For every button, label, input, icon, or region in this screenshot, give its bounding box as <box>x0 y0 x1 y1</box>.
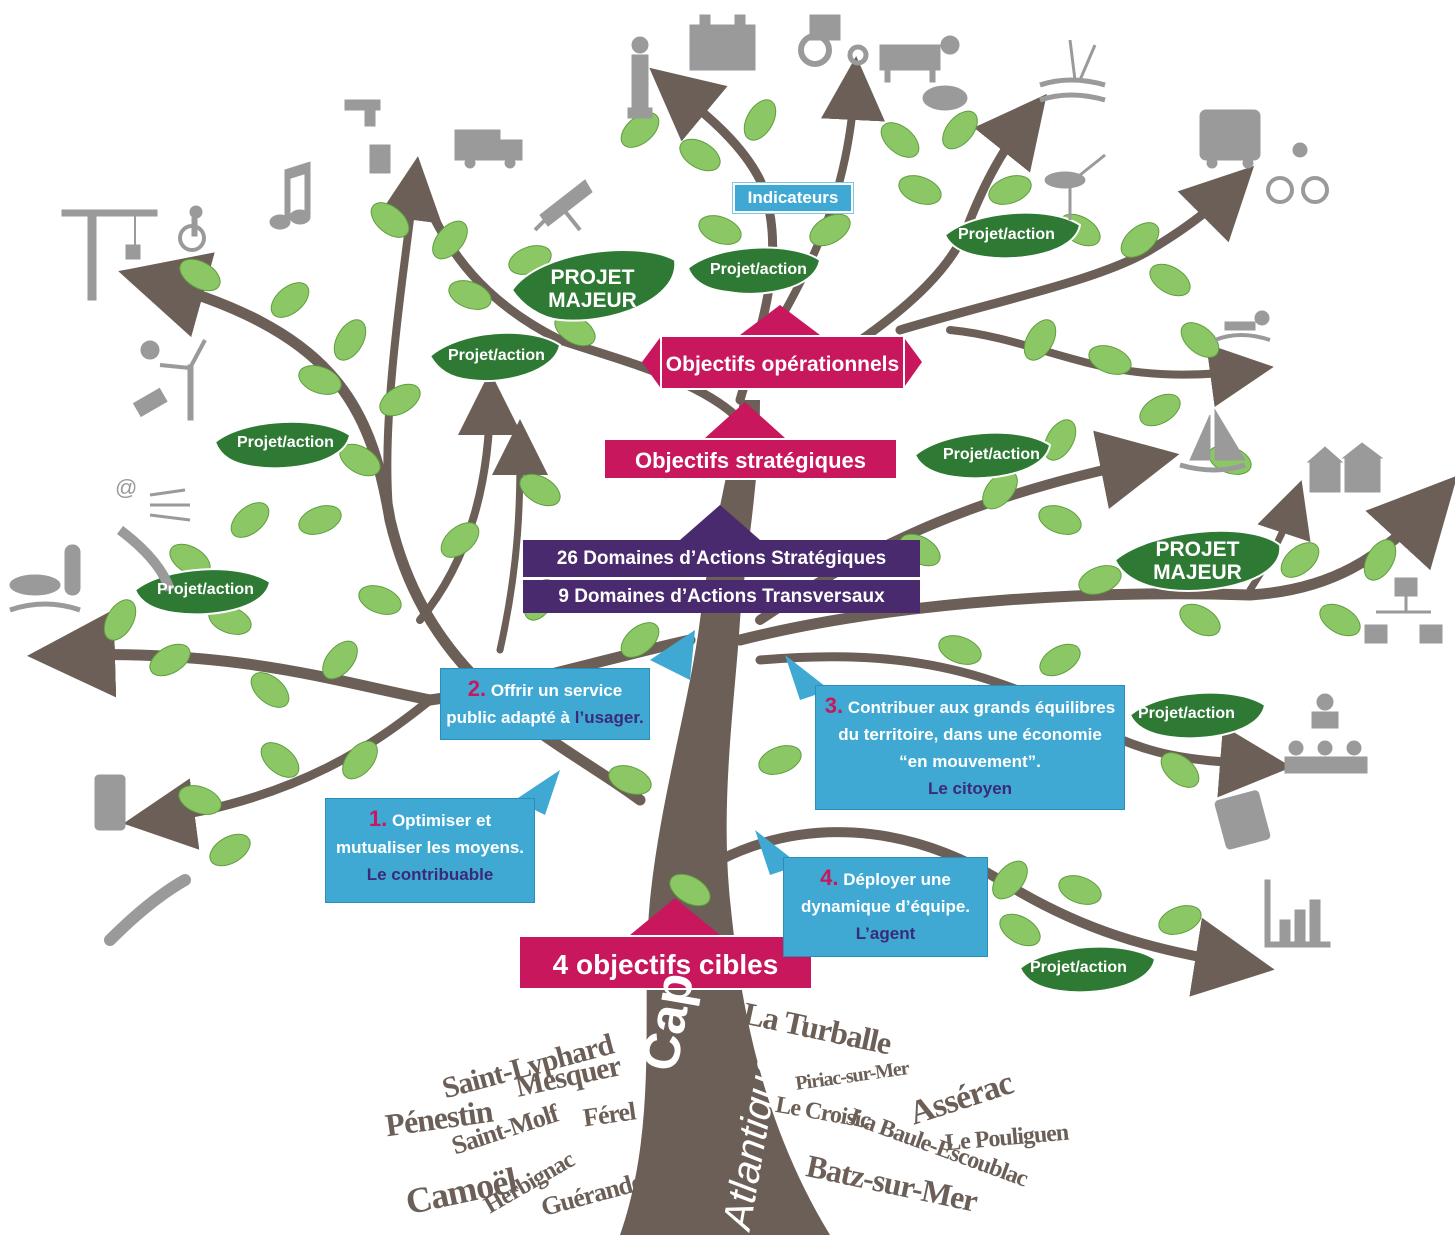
projet-majeur-line2: MAJEUR <box>1153 561 1242 584</box>
indicateurs-banner: Indicateurs <box>733 183 853 213</box>
arrow-domaines <box>680 505 760 540</box>
trunk <box>620 400 830 1235</box>
statue-icon <box>627 36 653 119</box>
projet-majeur-line1: PROJET <box>550 266 635 289</box>
projet-action-label: Projet/action <box>1030 959 1127 976</box>
wheelchair-icon <box>178 205 206 252</box>
icons: @ <box>9 14 1443 948</box>
arrow-operationnels-right <box>902 335 922 390</box>
objective-2-line1: Offrir un service <box>490 681 623 700</box>
cow-icon <box>879 35 960 83</box>
objective-3-line3: “en mouvement”. <box>899 752 1041 771</box>
domaines-strategiques-banner: 26 Domaines d’Actions Stratégiques <box>523 540 920 577</box>
projet-majeur-label-left: PROJET MAJEUR <box>540 266 645 312</box>
shell-icon <box>922 85 968 111</box>
objective-3-number: 3. <box>824 693 844 718</box>
sailboat-icon <box>1179 408 1246 473</box>
objective-1-number: 1. <box>368 806 388 831</box>
arrow-operationnels-left <box>642 335 662 390</box>
org-chart-icon <box>1284 693 1368 774</box>
projet-majeur-label-right: PROJET MAJEUR <box>1145 538 1250 584</box>
arrow-obj-2 <box>650 630 695 680</box>
objective-2-line2: public adapté à <box>446 708 575 727</box>
objective-1-target: Le contribuable <box>366 865 494 884</box>
castle-icon <box>689 14 756 71</box>
objectifs-operationnels-banner: Objectifs opérationnels <box>660 335 905 390</box>
objective-1-line2: mutualiser les moyens. <box>335 838 525 857</box>
objective-4-line2: dynamique d’équipe. <box>800 897 971 916</box>
projet-majeur-line1: PROJET <box>1155 538 1240 561</box>
objective-3-line2: du territoire, dans une économie <box>838 725 1102 744</box>
objective-3-target: Le citoyen <box>927 779 1013 798</box>
arrow-cibles <box>630 898 720 935</box>
test-tube-icon <box>9 544 81 613</box>
fiber-optic-icon: @ <box>115 475 191 592</box>
houses-icon <box>1306 442 1384 493</box>
objective-3-box: 3. Contribuer aux grands équilibres du t… <box>815 685 1125 810</box>
svg-text:@: @ <box>115 475 137 500</box>
objective-4-box: 4. Déployer une dynamique d’équipe. L’ag… <box>783 857 988 957</box>
objective-2-number: 2. <box>467 676 487 701</box>
projet-majeur-line2: MAJEUR <box>548 289 637 312</box>
telescope-icon <box>533 179 593 232</box>
heron-icon <box>1044 153 1106 220</box>
objective-4-target: L’agent <box>855 924 916 943</box>
cyclist-icon <box>1266 142 1329 204</box>
objective-2-box: 2. Offrir un service public adapté à l’u… <box>440 668 650 740</box>
objective-2-target: l’usager. <box>574 708 644 727</box>
water-tap-icon <box>344 99 391 174</box>
objectifs-strategiques-banner: Objectifs stratégiques <box>603 438 898 480</box>
objective-4-line1: Déployer une <box>843 870 951 889</box>
projet-action-label: Projet/action <box>448 347 545 364</box>
projet-action-label: Projet/action <box>237 434 334 451</box>
salamander-icon <box>104 874 191 946</box>
objective-1-line1: Optimiser et <box>391 811 492 830</box>
swimmer-icon <box>1214 310 1271 342</box>
music-note-icon <box>269 161 311 230</box>
projet-action-label: Projet/action <box>710 261 807 278</box>
leaves <box>103 99 1397 947</box>
domaines-transversaux-banner: 9 Domaines d’Actions Transversaux <box>523 580 920 613</box>
calculator-icon <box>1214 790 1271 850</box>
projet-action-label: Projet/action <box>157 581 254 598</box>
arrow-strategiques <box>705 402 785 438</box>
projet-action-label: Projet/action <box>943 446 1040 463</box>
arrow-operationnels-up <box>740 305 820 335</box>
network-icon <box>1364 577 1443 644</box>
projet-action-label: Projet/action <box>958 226 1055 243</box>
wind-energy-icon <box>132 339 207 421</box>
bin-icon <box>94 774 126 831</box>
label-leaves <box>133 211 1282 994</box>
projet-action-label: Projet/action <box>1138 705 1235 722</box>
euro-chart-icon <box>1264 879 1331 948</box>
objectifs-cibles-banner: 4 objectifs cibles <box>518 935 813 990</box>
reeds-water-icon <box>1039 39 1106 103</box>
tractor-icon <box>798 14 869 67</box>
bus-icon <box>1199 109 1261 169</box>
objective-3-line1: Contribuer aux grands équilibres <box>847 698 1116 717</box>
objective-1-box: 1. Optimiser et mutualiser les moyens. L… <box>325 798 535 903</box>
objective-4-number: 4. <box>820 865 839 890</box>
crane-icon <box>61 209 158 301</box>
garbage-truck-icon <box>454 129 523 169</box>
